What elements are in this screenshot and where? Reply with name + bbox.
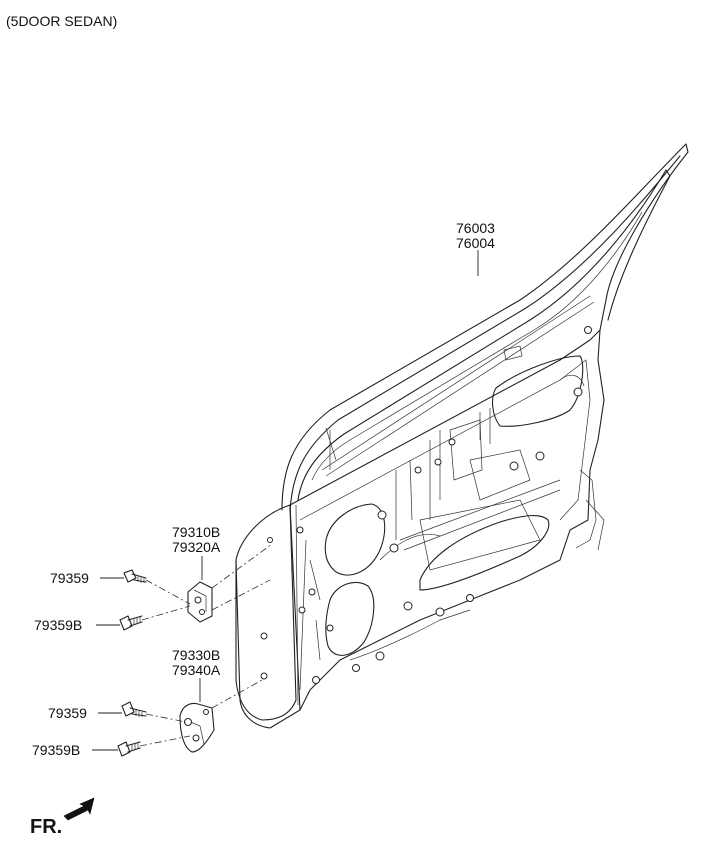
variant-caption: (5DOOR SEDAN) [6, 13, 117, 29]
label-79330b: 79330B [172, 647, 220, 663]
arrow-icon [63, 797, 95, 821]
leader-lines [92, 250, 479, 751]
label-79310b: 79310B [172, 524, 220, 540]
bolt-79359-upper [123, 569, 147, 583]
upper-hinge [187, 581, 213, 623]
label-79359b-upper: 79359B [34, 617, 82, 633]
assembly-lines [139, 543, 273, 747]
bolt-79359-lower [121, 701, 147, 717]
label-79320a: 79320A [172, 539, 221, 555]
label-79359b-lower: 79359B [32, 742, 80, 758]
label-79340a: 79340A [172, 662, 221, 678]
label-76004: 76004 [456, 235, 495, 251]
front-door-panel [235, 143, 689, 729]
label-76003: 76003 [456, 220, 495, 236]
front-marker: FR. [30, 816, 62, 838]
label-79359-upper: 79359 [50, 570, 89, 586]
lower-hinge [179, 702, 215, 753]
label-79359-lower: 79359 [48, 705, 87, 721]
bolt-79359b-lower [117, 741, 141, 757]
bolt-79359b-upper [119, 615, 143, 631]
